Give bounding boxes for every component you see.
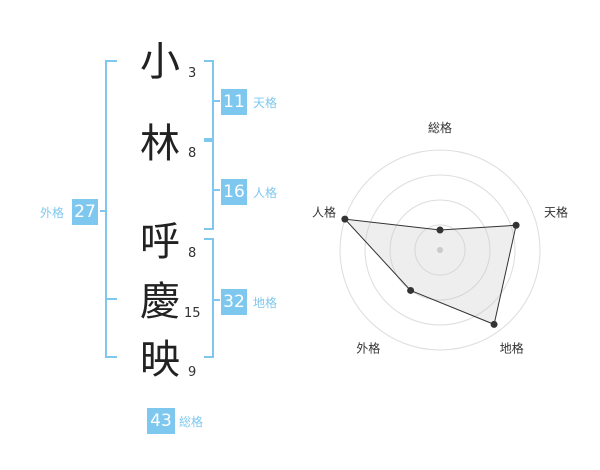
gai-kaku-bracket bbox=[105, 60, 117, 358]
character-3: 呼 bbox=[140, 219, 180, 265]
radar-center bbox=[437, 247, 443, 253]
ten-kaku-tick bbox=[214, 100, 220, 102]
radar-ring bbox=[339, 149, 541, 351]
stroke-count-1: 3 bbox=[188, 66, 197, 81]
ten-kaku-bracket bbox=[204, 60, 214, 140]
chi-kaku-tick bbox=[214, 299, 220, 301]
radar-ring bbox=[389, 199, 491, 301]
radar-point bbox=[436, 226, 444, 234]
radar-ring bbox=[364, 174, 516, 326]
gai-kaku-label: 外格 bbox=[40, 206, 65, 220]
gai-kaku-badge: 27 bbox=[72, 199, 98, 225]
sou-kaku-label: 総格 bbox=[179, 415, 204, 429]
radar-axis-label: 外格 bbox=[356, 341, 380, 356]
stroke-count-3: 8 bbox=[188, 246, 197, 261]
radar-point bbox=[407, 286, 415, 294]
jin-kaku-bracket bbox=[204, 140, 214, 230]
jin-kaku-badge: 16 bbox=[221, 179, 247, 205]
radar-axis-label: 地格 bbox=[500, 341, 524, 356]
radar-axis-label: 天格 bbox=[544, 204, 568, 219]
character-5: 映 bbox=[140, 337, 180, 383]
jin-kaku-tick bbox=[214, 189, 220, 191]
radar-point bbox=[490, 320, 498, 328]
chi-kaku-badge: 32 bbox=[221, 289, 247, 315]
radar-data-area bbox=[343, 218, 517, 326]
gai-kaku-tick bbox=[100, 210, 106, 212]
jin-kaku-label: 人格 bbox=[253, 186, 278, 200]
character-2: 林 bbox=[140, 121, 180, 167]
stroke-count-5: 9 bbox=[188, 365, 197, 380]
stroke-count-2: 8 bbox=[188, 146, 197, 161]
radar-point bbox=[512, 221, 520, 229]
chi-kaku-bracket bbox=[204, 238, 214, 358]
ten-kaku-badge: 11 bbox=[221, 89, 247, 115]
character-1: 小 bbox=[140, 39, 180, 85]
gai-kaku-split-tick bbox=[105, 298, 117, 300]
radar-ring bbox=[414, 224, 466, 276]
radar-axis-label: 総格 bbox=[428, 120, 452, 135]
character-4: 慶 bbox=[140, 279, 180, 325]
ten-kaku-label: 天格 bbox=[253, 96, 278, 110]
radar-point bbox=[341, 215, 349, 223]
chi-kaku-label: 地格 bbox=[253, 296, 278, 310]
radar-axis-label: 人格 bbox=[312, 204, 336, 219]
stroke-count-4: 15 bbox=[184, 306, 201, 321]
sou-kaku-badge: 43 bbox=[147, 408, 175, 434]
